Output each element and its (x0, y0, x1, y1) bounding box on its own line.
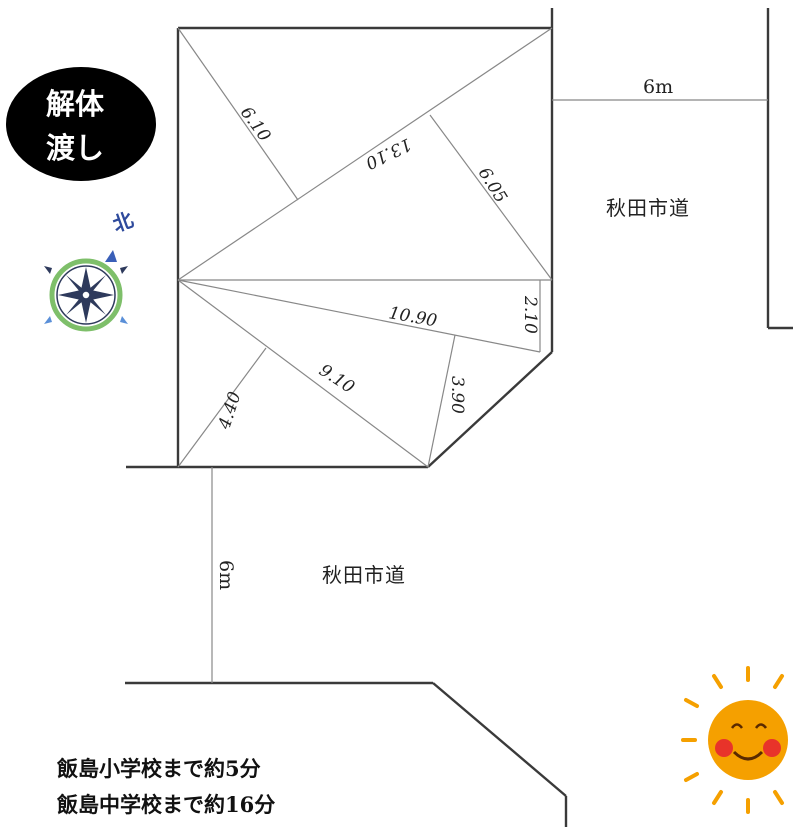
demolition-badge: 解体 渡し (6, 67, 156, 181)
survey-line-6-10 (177, 27, 299, 201)
survey-line-9-10 (177, 279, 429, 468)
badge-line2: 渡し (46, 131, 104, 165)
lot-corner-cut (427, 351, 553, 468)
survey-lines (177, 27, 553, 468)
sun-icon (681, 666, 788, 814)
dim-13-10: 13.10 (362, 134, 415, 173)
dim-4-40: 4.40 (214, 389, 245, 432)
boundary-lines (125, 8, 793, 827)
dim-3-90: 3.90 (447, 376, 467, 414)
school-note-elementary: 飯島小学校まで約5分 (56, 756, 261, 781)
badge-oval (6, 67, 156, 181)
dim-6-10: 6.10 (236, 103, 275, 146)
east-road-width: 6m (643, 76, 673, 98)
dim-10-90: 10.90 (387, 303, 439, 331)
north-label: 北 (110, 207, 137, 236)
east-road-name: 秋田市道 (606, 196, 690, 220)
dim-2-10: 2.10 (520, 295, 540, 334)
sun-rays (681, 666, 784, 814)
survey-line-10-90 (177, 279, 541, 353)
school-note-junior-high: 飯島中学校まで約16分 (56, 792, 275, 817)
south-road-name: 秋田市道 (322, 563, 406, 587)
badge-line1: 解体 (46, 87, 105, 121)
survey-line-13-10 (177, 27, 553, 281)
south-road-width: 6m (215, 560, 237, 590)
survey-line-4-40 (177, 347, 267, 468)
dim-6-05: 6.05 (474, 164, 511, 207)
south-road-far-edge-diagonal (432, 682, 567, 797)
sun-face (708, 700, 788, 780)
survey-line-6-05 (429, 114, 553, 281)
dim-9-10: 9.10 (315, 360, 358, 397)
survey-line-3-90 (427, 334, 456, 468)
compass-icon: 北 (44, 207, 137, 332)
